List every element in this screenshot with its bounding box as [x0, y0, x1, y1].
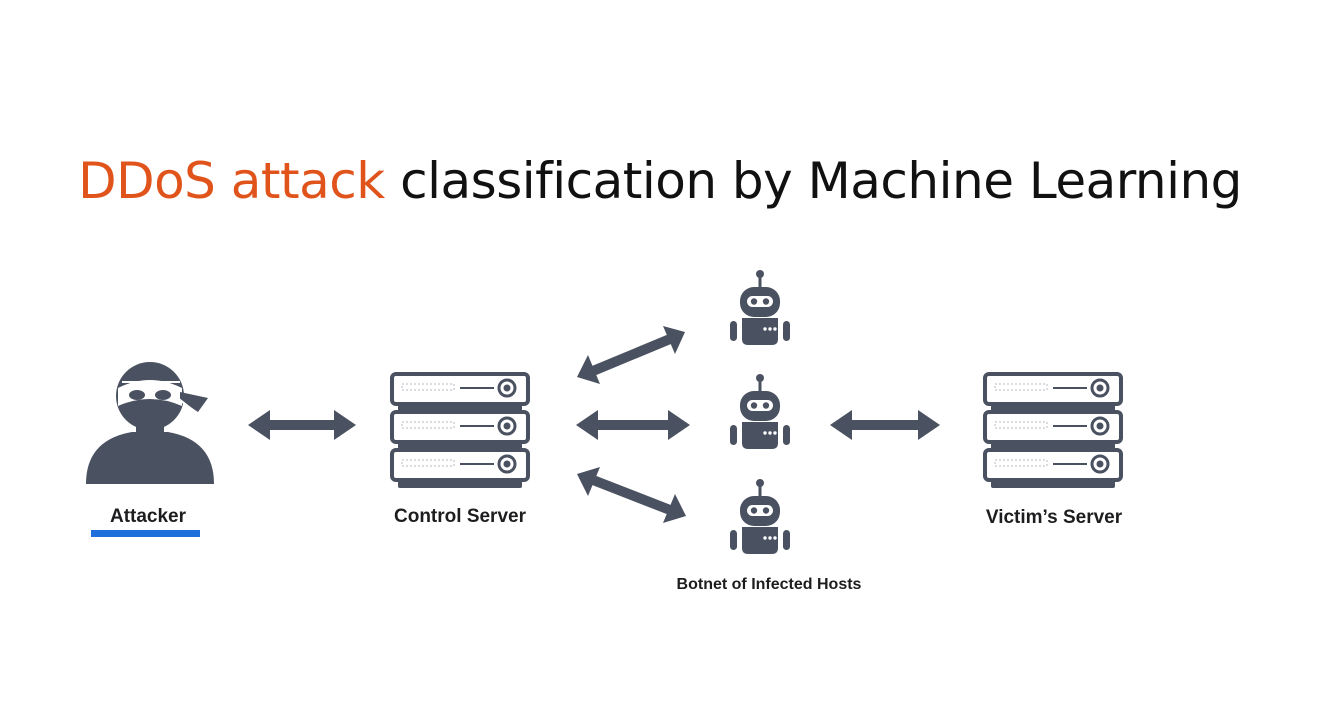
arrow-control-bot-top [577, 326, 685, 384]
arrow-attacker-control [248, 410, 356, 440]
bot-icon-bottom [728, 477, 792, 556]
attacker-underline [91, 530, 200, 537]
title-rest: classification by Machine Learning [384, 152, 1242, 210]
control-server-icon [392, 374, 528, 488]
control-server-label: Control Server [394, 506, 527, 527]
arrow-bot-victim [830, 410, 940, 440]
title-highlight: DDoS attack [78, 152, 385, 210]
attacker-label: Attacker [110, 506, 187, 527]
arrow-control-bot-middle [576, 410, 690, 440]
attacker-icon [86, 362, 214, 484]
victim-server-icon [985, 374, 1121, 488]
arrow-control-bot-bottom [577, 467, 686, 523]
botnet-label: Botnet of Infected Hosts [677, 576, 862, 593]
bot-icon-middle [728, 372, 792, 451]
slide-title: DDoS attack classification by Machine Le… [0, 152, 1320, 210]
bot-icon-top [728, 268, 792, 347]
victim-server-label: Victim’s Server [986, 507, 1123, 528]
